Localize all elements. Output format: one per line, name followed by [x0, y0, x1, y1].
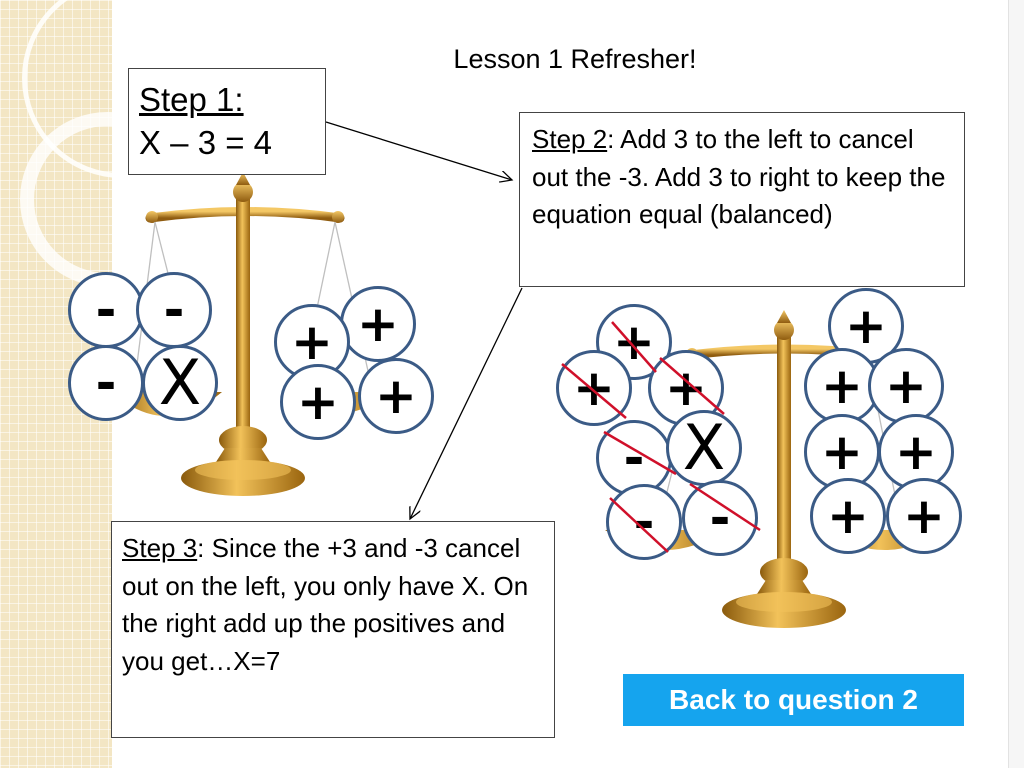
- minus-token: -: [68, 345, 144, 421]
- slide-title: Lesson 1 Refresher!: [453, 44, 697, 74]
- step3-label: Step 3: [122, 533, 198, 563]
- step2-label: Step 2: [532, 124, 608, 154]
- plus-token: +: [804, 414, 880, 490]
- cross-out-line: [689, 482, 761, 532]
- step2-box: Step 2: Add 3 to the left to cancel out …: [519, 112, 965, 287]
- back-to-question-2-button[interactable]: Back to question 2: [623, 674, 964, 726]
- step3-box: Step 3: Since the +3 and -3 cancel out o…: [111, 521, 555, 738]
- plus-token: +: [886, 478, 962, 554]
- plus-token: +: [280, 364, 356, 440]
- plus-token-crossed: +: [556, 350, 632, 426]
- step3-text: : Since the +3 and -3 cancel out on the …: [122, 533, 529, 677]
- step1-box: Step 1: X – 3 = 4: [128, 68, 326, 175]
- slide-edge: [1008, 0, 1024, 768]
- minus-token-crossed: -: [682, 480, 758, 556]
- cross-out-line: [609, 497, 669, 553]
- cross-out-line: [611, 321, 657, 373]
- minus-token-crossed: -: [606, 484, 682, 560]
- cross-out-line: [561, 363, 627, 419]
- step1-equation: X – 3 = 4: [139, 123, 273, 161]
- cross-out-line: [603, 430, 677, 476]
- step1-label: Step 1:: [139, 81, 244, 118]
- plus-token: +: [810, 478, 886, 554]
- cross-out-line: [659, 357, 725, 415]
- plus-token: +: [358, 358, 434, 434]
- arrow-step1-to-step2: [325, 121, 512, 180]
- step2-text: : Add 3 to the left to cancel out the -3…: [532, 124, 946, 230]
- x-token: X: [666, 410, 742, 486]
- arrow-step2-to-step3: [410, 287, 523, 519]
- plus-token: +: [868, 348, 944, 424]
- x-token: X: [142, 345, 218, 421]
